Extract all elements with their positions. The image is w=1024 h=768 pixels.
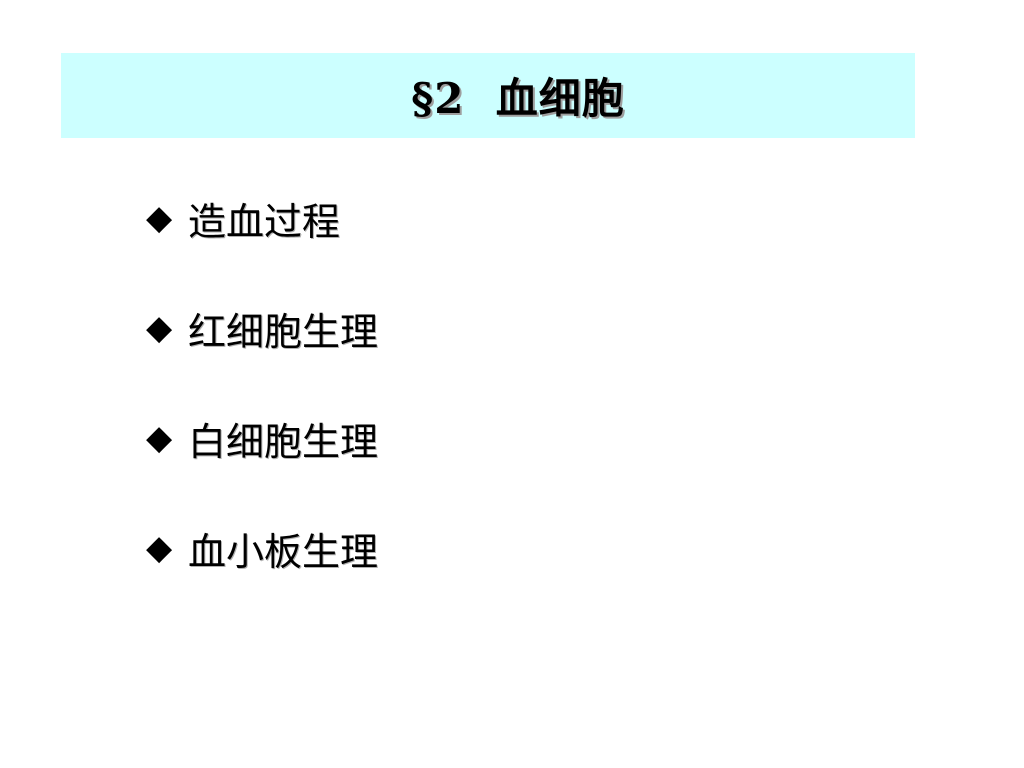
bullet-item-platelet-physiology: ◆ 血小板生理 [146, 520, 378, 576]
slide-title: §2 血细胞 [411, 74, 625, 123]
bullet-text: 造血过程 [188, 199, 341, 244]
bullet-list: ◆ 造血过程 ◆ 红细胞生理 ◆ 白细胞生理 ◆ 血小板生理 [146, 190, 378, 630]
bullet-text: 白细胞生理 [188, 419, 379, 464]
bullet-item-hematopoiesis: ◆ 造血过程 [146, 190, 378, 246]
bullet-item-white-cell-physiology: ◆ 白细胞生理 [146, 410, 378, 466]
diamond-bullet-icon: ◆ [146, 308, 173, 348]
bullet-text: 红细胞生理 [188, 309, 379, 354]
diamond-bullet-icon: ◆ [146, 528, 173, 568]
bullet-text: 血小板生理 [188, 529, 379, 574]
bullet-item-red-cell-physiology: ◆ 红细胞生理 [146, 300, 378, 356]
title-band: §2 血细胞 [61, 53, 915, 138]
diamond-bullet-icon: ◆ [146, 198, 173, 238]
diamond-bullet-icon: ◆ [146, 418, 173, 458]
